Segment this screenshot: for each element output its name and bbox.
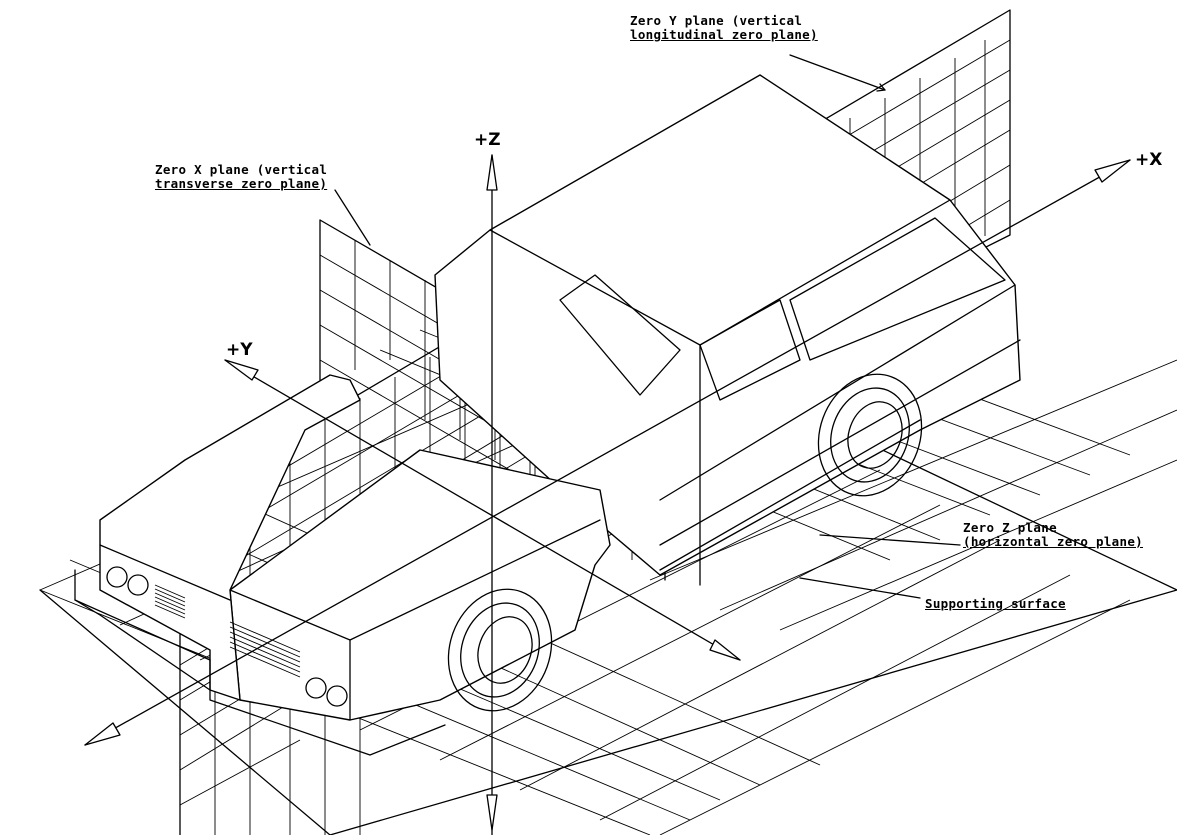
zero-y-plane-label-line1: Zero Y plane (vertical <box>630 13 803 28</box>
supporting-surface-label: Supporting surface <box>925 597 1066 611</box>
zero-y-plane-label-line2: longitudinal zero plane) <box>630 27 818 42</box>
supporting-surface-text: Supporting surface <box>925 596 1066 611</box>
car-body <box>74 74 1021 756</box>
plus-x-label: +X <box>1135 150 1163 170</box>
leader-lines <box>334 54 961 599</box>
x-axis <box>84 159 1131 746</box>
z-axis <box>486 154 498 835</box>
zero-z-plane-label: Zero Z plane (horizontal zero plane) <box>963 521 1143 549</box>
rear-wheel <box>817 373 923 497</box>
y-axis <box>224 359 741 661</box>
zero-z-plane-label-line1: Zero Z plane <box>963 520 1057 535</box>
zero-y-plane-label: Zero Y plane (vertical longitudinal zero… <box>630 14 818 42</box>
front-wheel <box>447 588 553 712</box>
zero-x-plane-label-line2: transverse zero plane) <box>155 176 328 191</box>
zero-z-plane-label-line2: (horizontal zero plane) <box>963 534 1143 549</box>
plus-z-label: +Z <box>474 130 501 150</box>
plus-y-label: +Y <box>226 340 253 360</box>
zero-x-plane-label: Zero X plane (vertical transverse zero p… <box>155 163 327 191</box>
zero-x-plane-label-line1: Zero X plane (vertical <box>155 162 328 177</box>
